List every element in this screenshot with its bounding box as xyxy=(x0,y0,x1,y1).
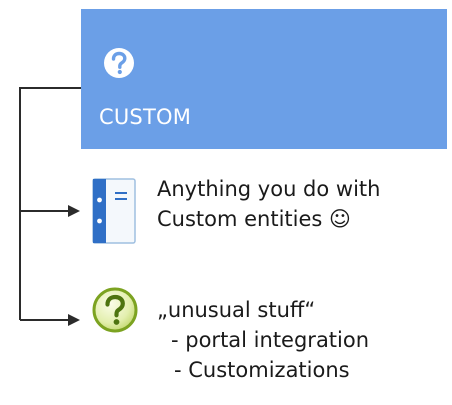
question-circle-icon xyxy=(92,287,138,333)
item-line: - portal integration xyxy=(171,328,370,352)
tile-label: CUSTOM xyxy=(99,105,192,129)
custom-tile[interactable]: CUSTOM xyxy=(81,9,447,149)
question-circle-icon xyxy=(104,48,134,78)
arrowhead-2 xyxy=(68,314,80,326)
item-line: Custom entities ☺ xyxy=(157,207,351,231)
item-unusual-stuff-text: „unusual stuff“ - portal integration - C… xyxy=(157,295,369,385)
notebook-icon xyxy=(92,178,136,244)
item-line: „unusual stuff“ xyxy=(157,298,316,322)
item-custom-entities-text: Anything you do with Custom entities ☺ xyxy=(157,174,380,234)
connector-trunk xyxy=(19,87,81,320)
item-line: - Customizations xyxy=(174,358,350,382)
item-line: Anything you do with xyxy=(157,177,381,201)
arrowhead-1 xyxy=(68,205,80,217)
